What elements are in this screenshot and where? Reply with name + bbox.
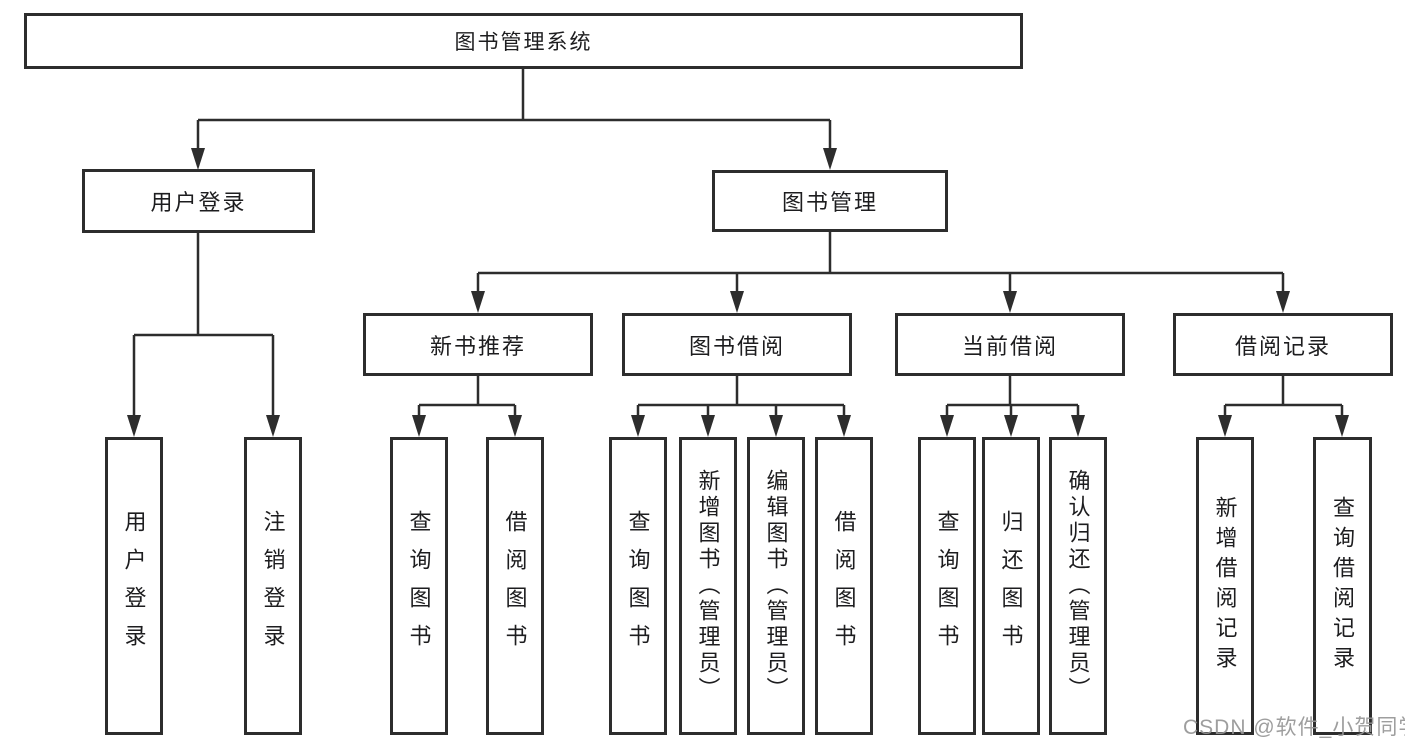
node-book-borrowing: 图书借阅 xyxy=(622,313,852,376)
connector-borrowing-records-children xyxy=(1218,376,1349,437)
connector-root-to-level2 xyxy=(191,69,837,170)
connector-user-login-children xyxy=(127,233,280,437)
node-new-book-recommendation: 新书推荐 xyxy=(363,313,593,376)
node-label: 借阅记录 xyxy=(1234,333,1331,359)
leaf-borrowing-records-query-record: 查询借阅记录 xyxy=(1313,437,1372,735)
leaf-book-borrowing-edit-books-admin: 编辑图书（管理员） xyxy=(747,437,805,735)
leaf-new-book-rec-query-books: 查询图书 xyxy=(390,437,448,735)
node-label: 图书借阅 xyxy=(688,333,785,359)
leaf-label: 确认归还（管理员） xyxy=(1065,469,1091,703)
leaf-book-borrowing-add-books-admin: 新增图书（管理员） xyxy=(679,437,737,735)
leaf-current-borrowing-query-books: 查询图书 xyxy=(918,437,976,735)
node-label: 图书管理 xyxy=(781,190,878,215)
node-label: 用户登录 xyxy=(150,190,247,215)
connector-book-management-children xyxy=(471,232,1290,313)
node-book-management: 图书管理 xyxy=(712,170,948,232)
leaf-label: 编辑图书（管理员） xyxy=(763,469,789,703)
leaf-current-borrowing-confirm-return-admin: 确认归还（管理员） xyxy=(1049,437,1107,735)
leaf-label: 借阅图书 xyxy=(502,510,528,662)
connector-new-book-rec-children xyxy=(412,376,522,437)
node-borrowing-records: 借阅记录 xyxy=(1173,313,1393,376)
node-label: 图书管理系统 xyxy=(454,31,593,54)
connector-current-borrowing-children xyxy=(940,376,1085,437)
leaf-label: 查询借阅记录 xyxy=(1330,496,1356,676)
leaf-label: 新增借阅记录 xyxy=(1212,496,1238,676)
leaf-label: 新增图书（管理员） xyxy=(695,469,721,703)
leaf-current-borrowing-return-books: 归还图书 xyxy=(982,437,1040,735)
connector-book-borrowing-children xyxy=(631,376,851,437)
node-label: 新书推荐 xyxy=(429,333,526,359)
csdn-watermark: CSDN @软件_小贺同学 xyxy=(1183,716,1405,739)
leaf-label: 用户登录 xyxy=(121,510,147,662)
leaf-label: 查询图书 xyxy=(406,510,432,662)
node-current-borrowing: 当前借阅 xyxy=(895,313,1125,376)
leaf-book-borrowing-borrow-books: 借阅图书 xyxy=(815,437,873,735)
node-library-management-system: 图书管理系统 xyxy=(24,13,1023,69)
leaf-borrowing-records-add-record: 新增借阅记录 xyxy=(1196,437,1254,735)
leaf-new-book-rec-borrow-books: 借阅图书 xyxy=(486,437,544,735)
leaf-label: 查询图书 xyxy=(625,510,651,662)
leaf-label: 归还图书 xyxy=(998,510,1024,662)
leaf-logout: 注销登录 xyxy=(244,437,302,735)
leaf-label: 注销登录 xyxy=(260,510,286,662)
leaf-label: 查询图书 xyxy=(934,510,960,662)
node-user-login: 用户登录 xyxy=(82,169,315,233)
leaf-book-borrowing-query-books: 查询图书 xyxy=(609,437,667,735)
node-label: 当前借阅 xyxy=(961,333,1058,359)
leaf-user-login: 用户登录 xyxy=(105,437,163,735)
leaf-label: 借阅图书 xyxy=(831,510,857,662)
